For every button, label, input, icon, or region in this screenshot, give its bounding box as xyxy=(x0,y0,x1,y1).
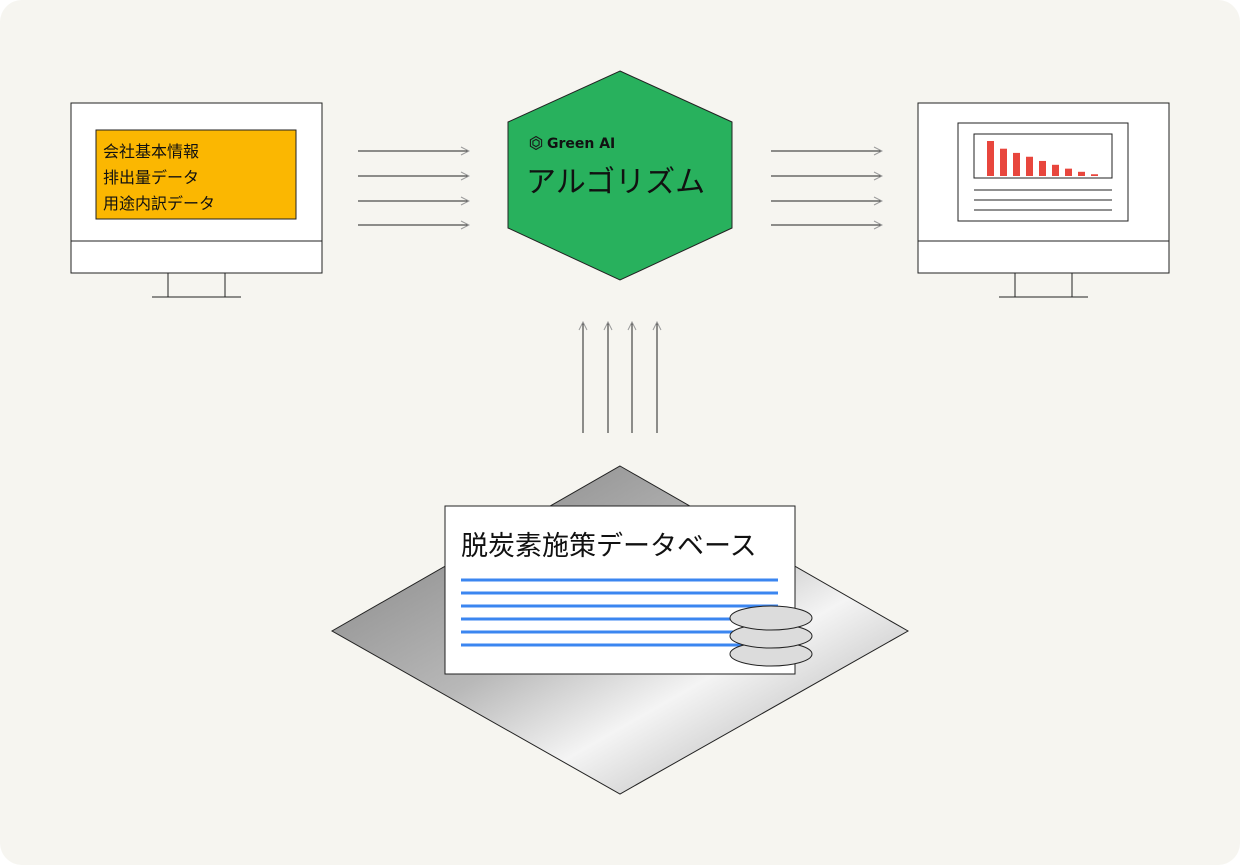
arrows-database-to-algorithm xyxy=(583,322,657,433)
report-bar xyxy=(1091,174,1098,176)
algorithm-title: アルゴリズム xyxy=(526,165,705,200)
algorithm-hexagon xyxy=(507,70,733,281)
input-line-emission-data: 排出量データ xyxy=(103,168,199,187)
report-bar xyxy=(1013,152,1020,176)
arrows-algorithm-to-output xyxy=(771,151,882,225)
database-node: 脱炭素施策データベース xyxy=(330,465,910,795)
output-monitor xyxy=(917,102,1170,298)
report-bar xyxy=(1078,171,1085,176)
report-text-lines xyxy=(974,189,1112,211)
input-line-usage-data: 用途内訳データ xyxy=(103,194,215,213)
report-bar xyxy=(987,141,994,176)
arrows-input-to-algorithm xyxy=(358,151,469,225)
input-line-company-info: 会社基本情報 xyxy=(103,142,199,161)
report-bar xyxy=(1052,164,1059,176)
report-bar xyxy=(1065,168,1072,176)
algorithm-brand: Green AI xyxy=(547,136,615,152)
input-monitor: 会社基本情報 排出量データ 用途内訳データ xyxy=(70,102,323,298)
database-title: 脱炭素施策データベース xyxy=(461,531,757,562)
report-chart-frame xyxy=(973,133,1113,179)
report-bar xyxy=(1039,160,1046,176)
algorithm-node: Green AI アルゴリズム xyxy=(507,70,733,281)
database-cylinder-icon xyxy=(729,605,813,667)
report-bar-chart xyxy=(987,141,1098,176)
green-ai-logo-icon xyxy=(529,135,543,151)
report-bar xyxy=(1000,148,1007,176)
input-data-panel xyxy=(95,129,297,220)
database-content-lines xyxy=(461,578,778,647)
report-bar xyxy=(1026,156,1033,176)
